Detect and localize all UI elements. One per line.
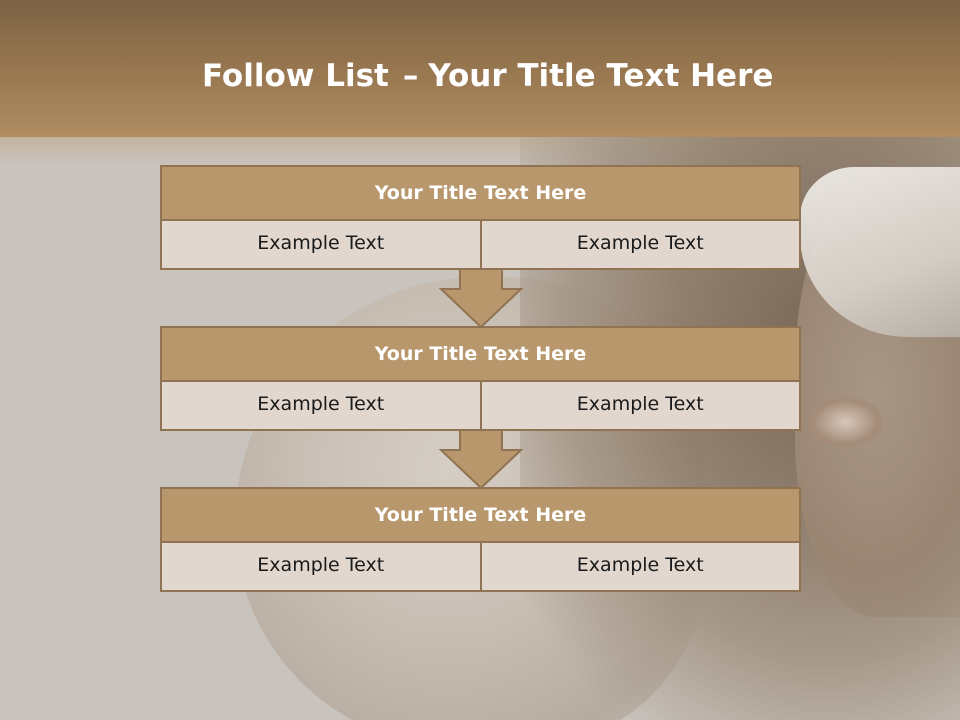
block-title: Your Title Text Here	[160, 326, 801, 382]
block-row: Example Text Example Text	[160, 382, 801, 431]
block-cell-left: Example Text	[160, 221, 482, 270]
header-band	[0, 0, 960, 137]
block-row: Example Text Example Text	[160, 543, 801, 592]
block-cell-right: Example Text	[481, 221, 801, 270]
follow-block-3: Your Title Text Here Example Text Exampl…	[160, 487, 801, 592]
down-arrow-icon	[439, 269, 523, 329]
block-title: Your Title Text Here	[160, 487, 801, 543]
block-cell-right: Example Text	[481, 382, 801, 431]
follow-block-1: Your Title Text Here Example Text Exampl…	[160, 165, 801, 270]
block-title: Your Title Text Here	[160, 165, 801, 221]
block-row: Example Text Example Text	[160, 221, 801, 270]
slide-title-bold: Follow List	[202, 58, 389, 94]
slide-title-rest: Your Title Text Here	[428, 58, 774, 94]
follow-block-2: Your Title Text Here Example Text Exampl…	[160, 326, 801, 431]
slide-title-separator: –	[402, 58, 419, 94]
down-arrow-icon	[439, 430, 523, 490]
block-cell-right: Example Text	[481, 543, 801, 592]
photo-lips	[808, 397, 883, 447]
block-cell-left: Example Text	[160, 543, 482, 592]
block-cell-left: Example Text	[160, 382, 482, 431]
slide-title: Follow List–Your Title Text Here	[202, 56, 773, 96]
